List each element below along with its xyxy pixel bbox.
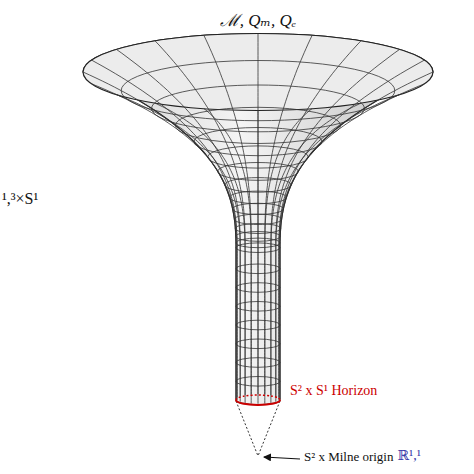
leader-arrow	[264, 457, 300, 459]
meridian-line	[204, 35, 251, 394]
meridian-line	[116, 95, 240, 402]
cone-line	[258, 401, 280, 456]
meridian-line	[271, 41, 361, 395]
meridian-line	[155, 41, 245, 395]
meridian-line	[271, 103, 361, 403]
horizon-back	[236, 395, 280, 400]
meridian-line	[276, 95, 400, 402]
horizon-label: S² x S¹ Horizon	[290, 383, 377, 399]
cone-line	[236, 401, 258, 456]
meridian-line	[279, 60, 425, 397]
space-label: ℝ¹,¹	[397, 447, 421, 464]
asymptotic-label: ¹,³×S¹	[2, 190, 38, 208]
meridian-line	[258, 34, 259, 395]
meridian-line	[92, 60, 238, 397]
meridian-line	[92, 84, 238, 401]
charge-label: ℳ, Qₘ, Qₑ	[220, 8, 296, 31]
horizon-front	[236, 400, 280, 405]
funnel-body	[83, 34, 433, 405]
meridian-line	[280, 72, 433, 399]
meridian-line	[116, 49, 240, 396]
meridian-line	[276, 49, 400, 396]
meridian-line	[83, 72, 236, 399]
meridian-line	[279, 84, 425, 401]
milne-label: S² x Milne origin	[304, 449, 393, 465]
